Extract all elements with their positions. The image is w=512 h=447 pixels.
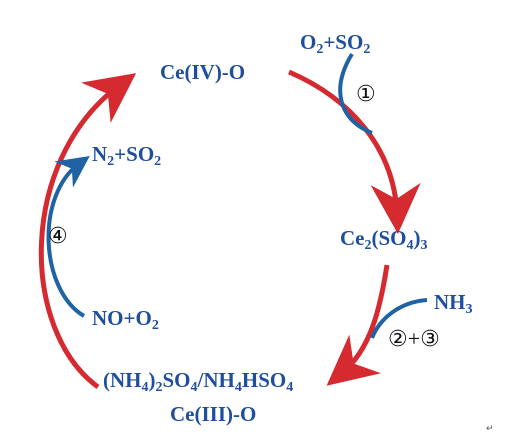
node-ce-iv-o: Ce(IV)-O <box>160 60 246 84</box>
step-2-3-marker: ②+③ <box>388 326 440 352</box>
step-4-marker: ④ <box>48 224 68 249</box>
reagent-n2-so2: N2+SO2 <box>92 142 162 169</box>
step-1-marker: ① <box>356 82 376 107</box>
reagent-nh3: NH3 <box>434 290 473 317</box>
reagent-no-o2: NO+O2 <box>92 306 159 333</box>
node-ce2-so4-3: Ce2(SO4)3 <box>340 226 428 253</box>
reagent-arc-nh3 <box>370 298 428 339</box>
node-ammonium-sulfate: (NH4)2SO4/NH4HSO4 <box>103 368 294 395</box>
cycle-arrow-left <box>38 73 137 390</box>
reagent-o2-so2: O2+SO2 <box>300 30 371 57</box>
reagent-arc-o2-so2 <box>338 52 373 135</box>
node-ce-iii-o: Ce(III)-O <box>170 402 257 426</box>
cycle-arrow-top-right <box>288 69 421 234</box>
reagent-arrow-no-o2 <box>46 156 90 318</box>
cycle-arrow-bottom-right <box>326 264 390 386</box>
paragraph-return-mark: ↵ <box>486 424 494 434</box>
